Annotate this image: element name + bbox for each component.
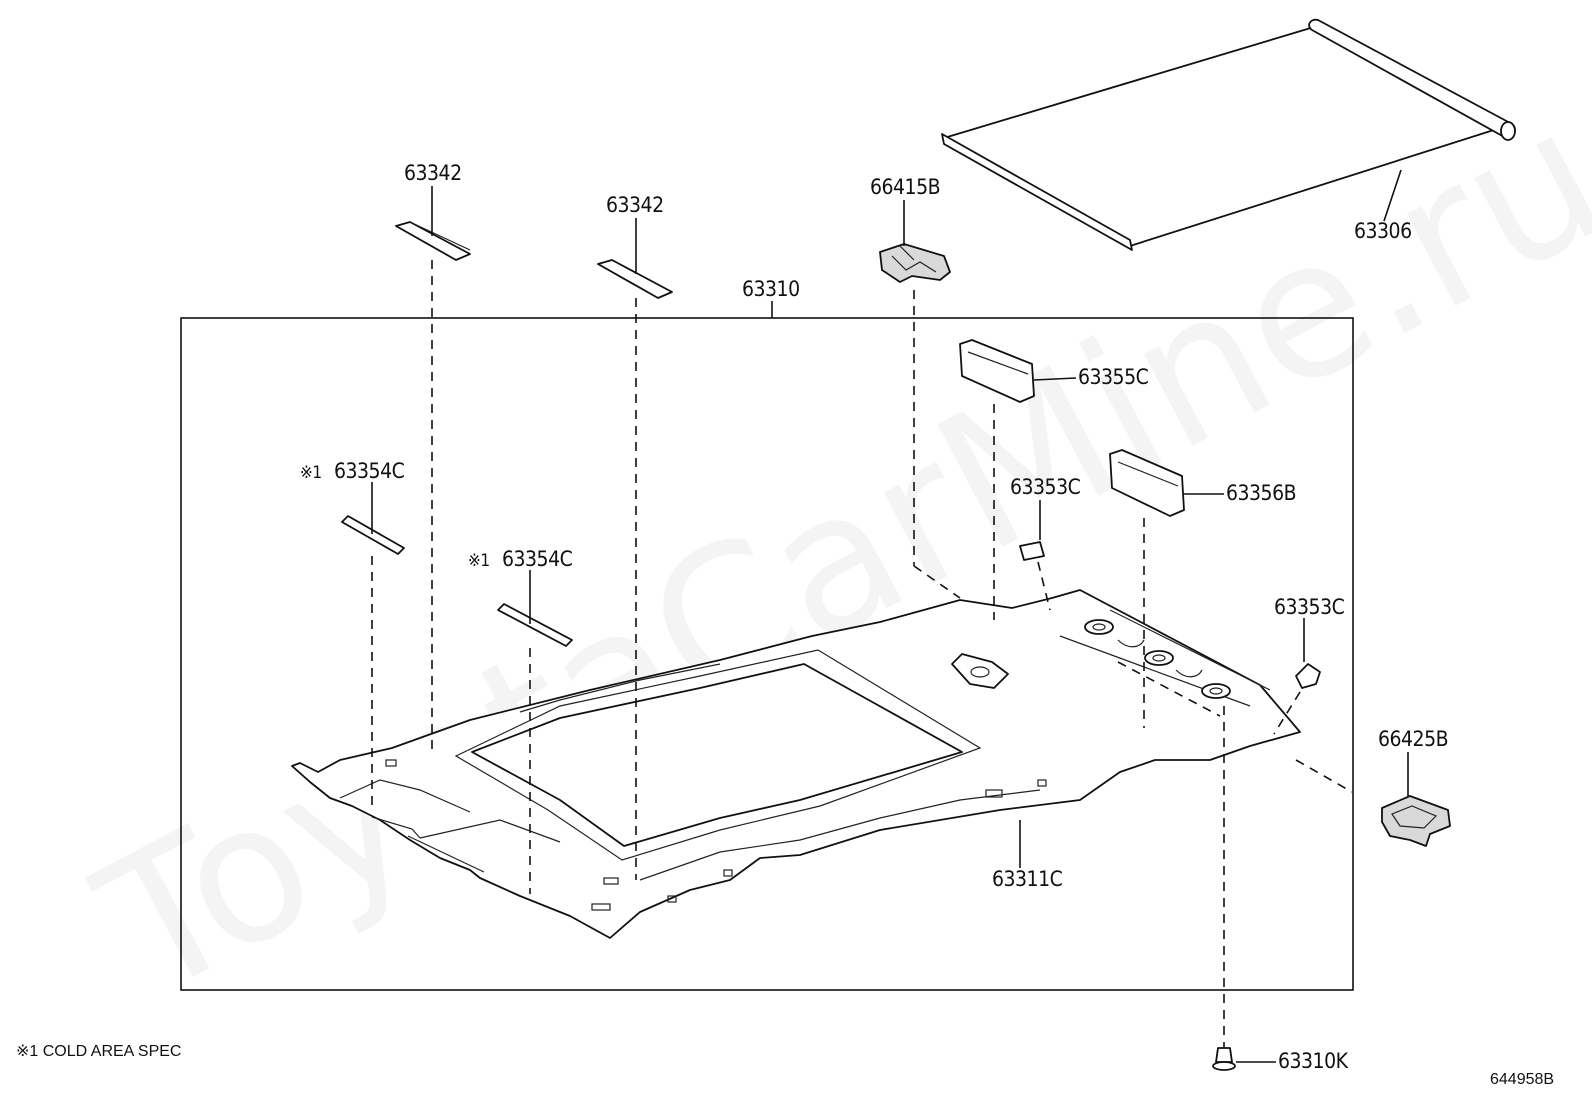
footnote: ※1 COLD AREA SPEC [16, 1043, 181, 1060]
strip-63354C-left [341, 515, 405, 555]
label-63342-left: 63342 [404, 161, 462, 185]
label-63354C-middle: 63354C [502, 547, 573, 571]
sunshade-roller [941, 18, 1516, 251]
strip-63354C-middle [497, 603, 573, 647]
label-63310: 63310 [742, 277, 800, 301]
label-63342-middle: 63342 [606, 193, 664, 217]
pad-63342-middle [597, 259, 673, 299]
clip-66415B [879, 243, 951, 283]
label-63353C-left: 63353C [1010, 475, 1081, 499]
pad-63353C-left [1019, 541, 1045, 561]
mark-63354C-left: ※1 [300, 463, 322, 483]
diagram-code: 644958B [1490, 1071, 1554, 1088]
clip-66425B [1381, 795, 1451, 847]
watermark: ToyotaCarMine.ru [66, 65, 1592, 1040]
clip-63310K [1212, 1047, 1236, 1071]
pad-63353C-right [1295, 663, 1321, 689]
label-63355C: 63355C [1078, 365, 1149, 389]
label-66425B: 66425B [1378, 727, 1448, 751]
headlining-panel [291, 589, 1301, 939]
pad-63342-left [395, 221, 471, 261]
label-63356B: 63356B [1226, 481, 1296, 505]
assembly-frame [180, 317, 1354, 991]
label-63310K: 63310K [1278, 1049, 1349, 1073]
label-63306: 63306 [1354, 219, 1412, 243]
label-63311C: 63311C [992, 867, 1063, 891]
label-66415B: 66415B [870, 175, 940, 199]
label-63354C-left: 63354C [334, 459, 405, 483]
mark-63354C-middle: ※1 [468, 551, 490, 571]
label-63353C-right: 63353C [1274, 595, 1345, 619]
